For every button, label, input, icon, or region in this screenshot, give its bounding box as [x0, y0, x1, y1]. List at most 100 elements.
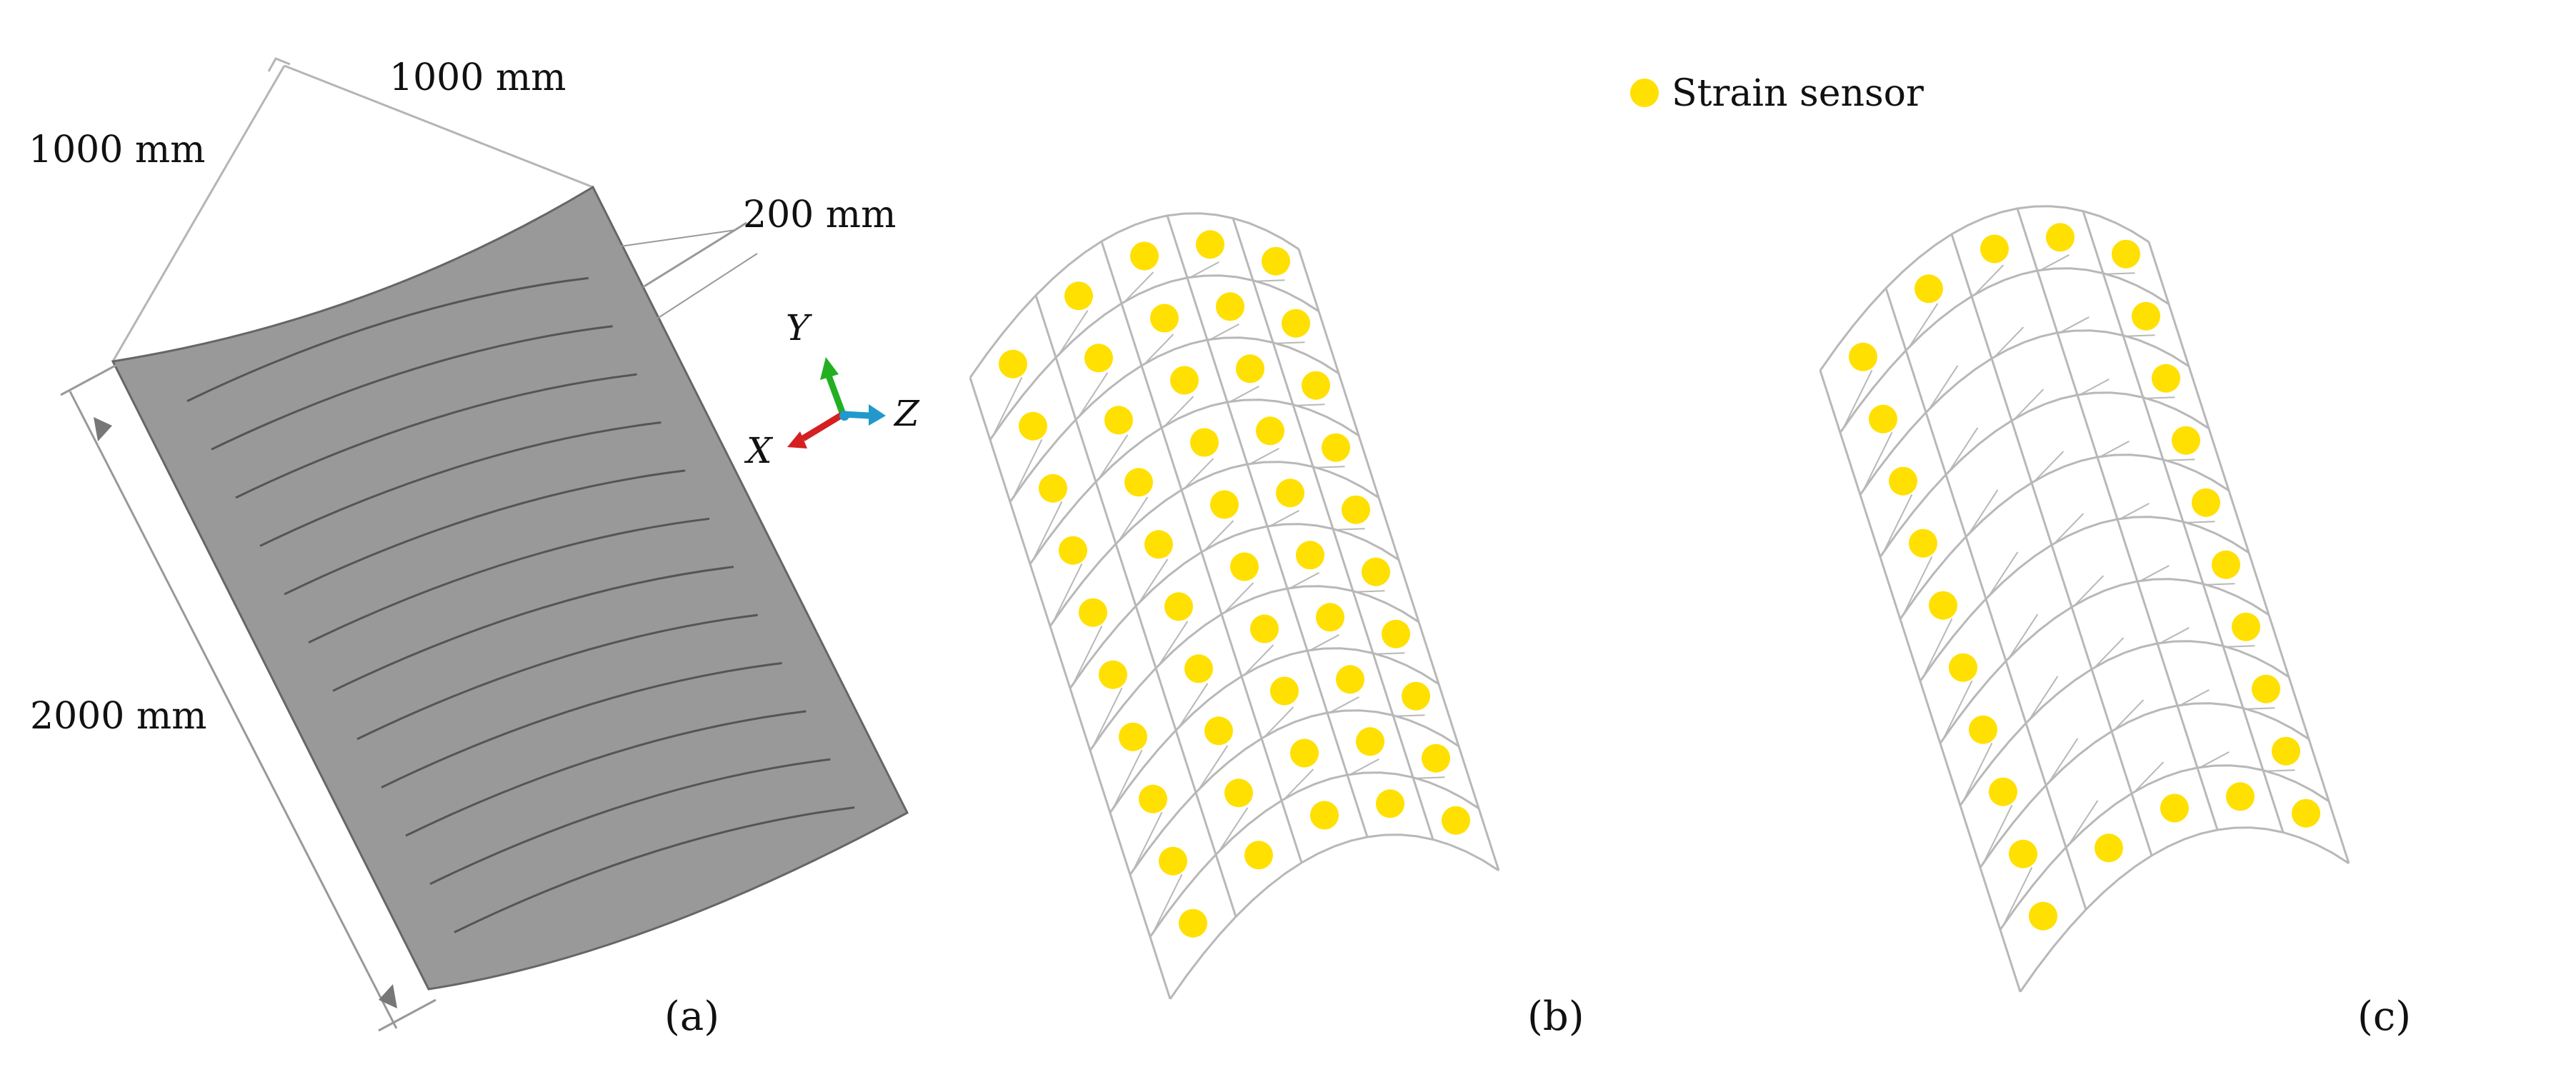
- mesh-flange-line: [2166, 459, 2195, 461]
- mesh-flange-line: [1968, 489, 1999, 534]
- mesh-flange-line: [1336, 528, 1365, 531]
- strain-sensor: [1084, 344, 1113, 373]
- mesh-row-line: [1149, 771, 1479, 938]
- mesh-flange-line: [1396, 714, 1425, 717]
- mesh-flange-line: [2034, 451, 2065, 481]
- mesh-row-line: [2019, 826, 2350, 993]
- strain-sensor: [1909, 529, 1937, 558]
- mesh-row-line: [1089, 585, 1419, 751]
- strain-sensor: [1290, 738, 1319, 768]
- strain-sensor: [999, 349, 1027, 379]
- strain-sensor: [1336, 665, 1364, 694]
- strain-sensor: [1064, 281, 1093, 311]
- mesh-row-line: [1049, 461, 1379, 627]
- mesh-row-line: [1919, 516, 2250, 682]
- strain-sensor: [1869, 404, 1897, 434]
- strain-sensor: [1159, 846, 1187, 876]
- axis-z-label: Z: [893, 393, 920, 434]
- strain-sensor: [1362, 557, 1390, 586]
- mesh-flange-line: [1118, 496, 1149, 541]
- mesh-flange-line: [1178, 683, 1209, 728]
- layer-line: [186, 276, 589, 402]
- legend: Strain sensor: [1630, 72, 1924, 115]
- mesh-flange-line: [2060, 316, 2090, 334]
- mesh-flange-line: [1330, 696, 1359, 713]
- mesh-flange-line: [1270, 510, 1299, 527]
- strain-sensor: [2160, 793, 2189, 823]
- mesh-flange-line: [1284, 768, 1314, 799]
- strain-sensor: [1236, 354, 1264, 384]
- mesh-flange-line: [1058, 310, 1089, 355]
- mesh-flange-line: [1052, 563, 1083, 622]
- mesh-flange-line: [1316, 466, 1345, 469]
- strain-sensor: [1164, 592, 1193, 621]
- strain-sensor: [1139, 784, 1167, 813]
- mesh-flange-line: [2186, 521, 2215, 524]
- strain-sensor: [1079, 598, 1107, 627]
- legend-label: Strain sensor: [1672, 72, 1924, 115]
- layer-line: [332, 566, 734, 692]
- strain-sensor: [1204, 716, 1233, 746]
- mesh-flange-line: [2180, 689, 2210, 706]
- mesh-flange-line: [1078, 372, 1109, 417]
- strain-sensor: [2152, 364, 2180, 393]
- strain-sensor: [1124, 468, 1153, 497]
- layer-line: [308, 517, 710, 644]
- layer-line: [235, 373, 637, 499]
- axis-y-label: Y: [786, 307, 812, 349]
- mesh-flange-line: [1882, 494, 1913, 553]
- strain-sensor: [2292, 798, 2320, 828]
- mesh-flange-line: [1184, 458, 1214, 489]
- strain-sensor: [1196, 230, 1224, 259]
- layer-line: [405, 710, 807, 837]
- layer-line: [259, 421, 662, 547]
- strain-sensor: [1382, 619, 1410, 648]
- strain-sensor: [1270, 676, 1299, 706]
- mesh-flange-line: [1376, 652, 1405, 655]
- strain-sensor: [1376, 789, 1404, 818]
- mesh-flange-line: [1842, 369, 1873, 429]
- mesh-flange-line: [2068, 800, 2099, 845]
- strain-sensor: [1316, 603, 1344, 632]
- mesh-flange-line: [1994, 326, 2025, 357]
- mesh-flange-line: [1356, 590, 1385, 593]
- strain-sensor: [1889, 466, 1917, 496]
- mesh-flange-line: [992, 376, 1023, 436]
- mesh-flange-line: [1350, 758, 1379, 776]
- mesh-flange-line: [1112, 749, 1143, 808]
- strain-sensor: [1210, 490, 1239, 519]
- layer-line: [454, 806, 855, 933]
- mesh-flange-line: [1250, 448, 1279, 465]
- strain-sensor: [1282, 309, 1310, 338]
- strain-sensor: [1179, 908, 1207, 938]
- mesh-flange-line: [1948, 427, 1979, 472]
- strain-sensor: [1104, 406, 1133, 435]
- mesh-flange-line: [1264, 706, 1294, 737]
- mesh-flange-line: [1928, 365, 1959, 410]
- mesh-flange-line: [2134, 761, 2165, 792]
- axis-x-label: X: [744, 430, 774, 471]
- strain-sensor: [2172, 426, 2200, 455]
- strain-sensor: [2272, 736, 2300, 766]
- dim-length-label: 2000 mm: [30, 695, 206, 738]
- strain-sensor: [1150, 304, 1179, 333]
- mesh-row-line: [1819, 205, 2150, 371]
- strain-sensor: [1989, 777, 2017, 806]
- strain-sensor: [1969, 715, 1997, 744]
- dim-width-label: 1000 mm: [389, 56, 566, 99]
- legend-sensor-marker: [1630, 79, 1659, 107]
- mesh-row-line: [1839, 267, 2170, 434]
- strain-sensor: [1244, 841, 1273, 870]
- strain-sensor: [2046, 223, 2075, 252]
- strain-sensor: [1422, 743, 1450, 773]
- strain-sensor: [1216, 292, 1244, 321]
- mesh-flange-line: [1908, 303, 1939, 348]
- mesh-flange-line: [1152, 873, 1183, 933]
- mesh-flange-line: [1144, 334, 1174, 364]
- mesh-flange-line: [1230, 386, 1259, 403]
- mesh-row-line: [1939, 578, 2270, 744]
- strain-sensor: [2192, 488, 2220, 517]
- strain-sensor: [1310, 801, 1339, 830]
- panel-a-model: 1000 mm 1000 mm 200 mm 2000 mm Y X Z (a): [29, 56, 920, 1040]
